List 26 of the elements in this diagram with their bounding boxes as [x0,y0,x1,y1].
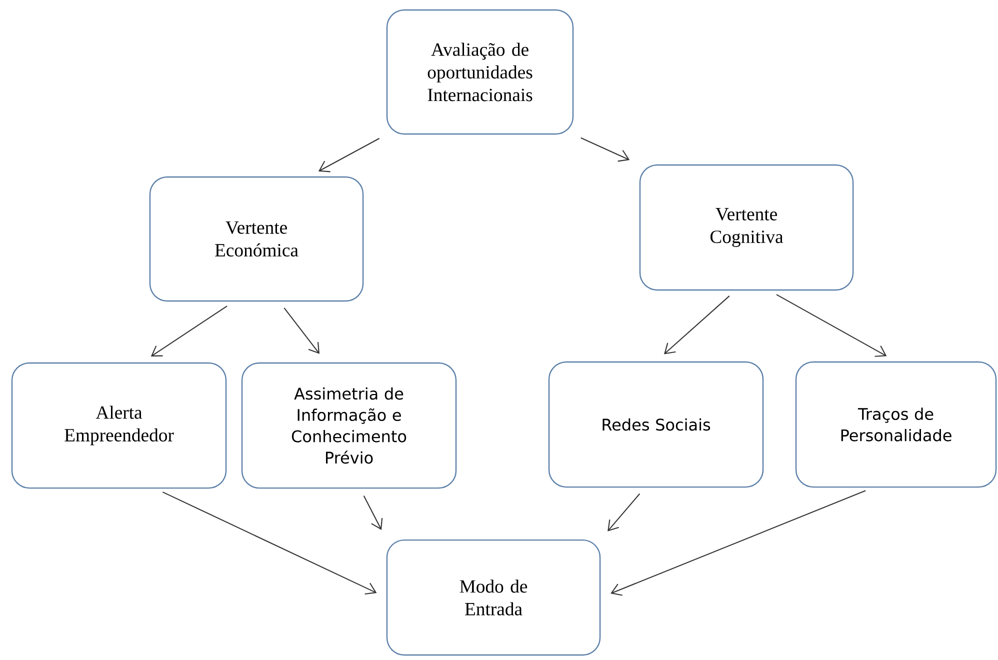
arrow [608,493,640,532]
arrow [150,306,228,356]
arrow [162,492,377,595]
box-label: Alerta Empreendedor [64,406,174,446]
arrow [610,490,866,596]
process-box [548,361,764,488]
arrow [580,137,630,162]
arrow [318,138,380,172]
box-label: Assimetria de Informação e Conhecimento Prévio [292,387,406,464]
arrow [664,296,730,354]
box-label: Redes Sociais [602,418,710,431]
arrow [284,308,320,354]
box-label: Vertente Cognitiva [710,208,784,247]
process-box [149,176,364,302]
arrow [776,294,887,357]
process-box [386,9,574,135]
arrow [363,496,383,530]
box-label: Vertente Económica [215,221,298,257]
box-label: Avaliação de oportunidades Internacionais [428,42,532,102]
box-label: Modo de Entrada [460,580,528,616]
process-box [386,539,601,656]
box-label: Traços de Personalidade [841,408,952,442]
process-box [639,164,854,291]
process-box [11,362,227,489]
process-box [241,362,457,489]
process-box [795,361,997,488]
